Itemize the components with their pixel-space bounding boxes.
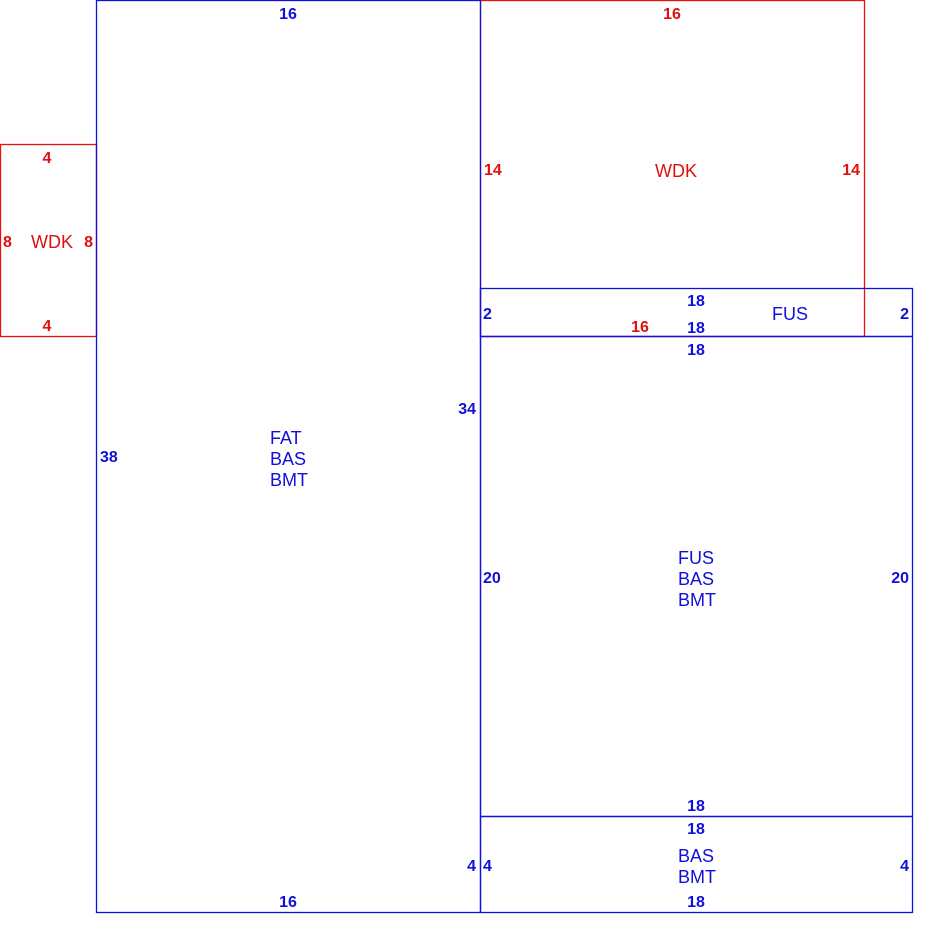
dim-top: 18 xyxy=(687,342,705,359)
fus-strip-area: 18 18 2 2 FUS xyxy=(483,293,909,337)
dim-bottom: 16 xyxy=(631,319,649,336)
area-label: FUS xyxy=(678,548,714,568)
deck-top-area: 16 16 14 14 WDK xyxy=(484,6,860,336)
dim-bottom: 18 xyxy=(687,798,705,815)
dim-bottom: 4 xyxy=(43,318,52,335)
fus-main-area: 18 18 20 20 FUS BAS BMT xyxy=(483,342,909,815)
main-left-area: 16 16 38 34 4 FAT BAS BMT xyxy=(100,6,476,911)
dim-right: 4 xyxy=(900,858,909,875)
area-label: BAS xyxy=(270,449,306,469)
dim-right: 2 xyxy=(900,306,909,323)
dim-right: 8 xyxy=(84,234,93,251)
area-label: WDK xyxy=(31,232,73,252)
dim-left: 8 xyxy=(3,234,12,251)
area-label: BMT xyxy=(678,590,716,610)
dim-right-upper: 34 xyxy=(458,401,476,418)
dim-bottom: 18 xyxy=(687,320,705,337)
area-label: FAT xyxy=(270,428,302,448)
bas-bottom-outline[interactable] xyxy=(479,815,914,914)
dim-top: 18 xyxy=(687,821,705,838)
dim-right: 20 xyxy=(891,570,909,587)
area-label: FUS xyxy=(772,304,808,324)
dim-left: 14 xyxy=(484,162,502,179)
area-label: BMT xyxy=(270,470,308,490)
dim-left: 38 xyxy=(100,449,118,466)
dim-left: 2 xyxy=(483,306,492,323)
bas-bottom-area: 18 18 4 4 BAS BMT xyxy=(483,821,909,911)
dim-left: 4 xyxy=(483,858,492,875)
dim-right: 14 xyxy=(842,162,860,179)
area-label: BAS xyxy=(678,846,714,866)
area-label: BMT xyxy=(678,867,716,887)
dim-top: 4 xyxy=(43,150,52,167)
dim-bottom: 16 xyxy=(279,894,297,911)
dim-right-lower: 4 xyxy=(467,858,476,875)
area-label: WDK xyxy=(655,161,697,181)
dim-top: 18 xyxy=(687,293,705,310)
dim-top: 16 xyxy=(279,6,297,23)
area-label: BAS xyxy=(678,569,714,589)
dim-left: 20 xyxy=(483,570,501,587)
dim-top: 16 xyxy=(663,6,681,23)
deck-left-area: 4 4 8 8 WDK xyxy=(3,150,93,335)
dim-bottom: 18 xyxy=(687,894,705,911)
